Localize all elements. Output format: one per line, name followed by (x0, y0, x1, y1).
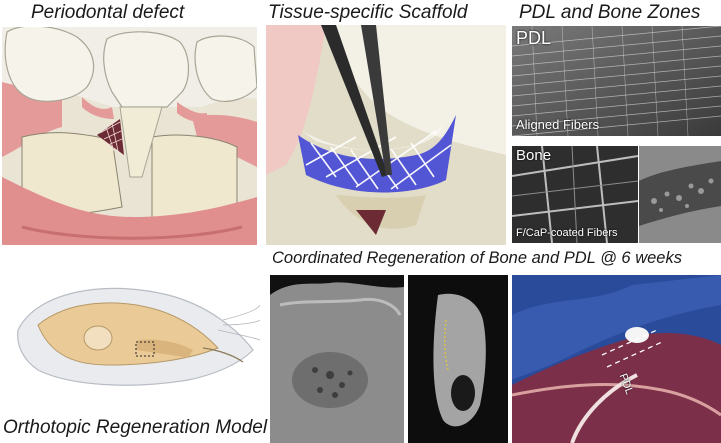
tissue-scaffold-illustration (266, 25, 506, 245)
caption-pdl-bone-zones: PDL and Bone Zones (519, 2, 701, 23)
caption-coordinated-regeneration: Coordinated Regeneration of Bone and PDL… (272, 249, 682, 267)
bone-sem-zoom-image (639, 146, 721, 243)
caption-periodontal-defect: Periodontal defect (31, 2, 185, 23)
caption-orthotopic-model: Orthotopic Regeneration Model (3, 417, 268, 438)
pdl-panel-title: PDL (516, 28, 552, 48)
pdl-panel-subtitle: Aligned Fibers (516, 117, 600, 132)
microct-surface-image (270, 275, 404, 443)
bone-sem-image (512, 146, 638, 243)
microct-section-image (408, 275, 508, 443)
histology-image (512, 275, 721, 443)
pdl-sem-image (512, 26, 721, 136)
periodontal-defect-illustration (2, 27, 257, 245)
caption-tissue-scaffold: Tissue-specific Scaffold (268, 2, 468, 23)
bone-panel-subtitle: F/CaP-coated Fibers (516, 227, 618, 239)
rat-skull-illustration (8, 270, 260, 410)
bone-panel-title: Bone (516, 147, 552, 164)
